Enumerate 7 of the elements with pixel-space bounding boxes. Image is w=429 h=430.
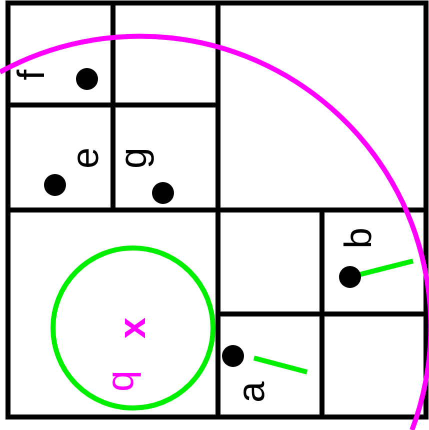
query-label: q xyxy=(102,370,140,392)
point-label: b xyxy=(340,227,378,249)
point-label: e xyxy=(67,147,105,169)
point-label: f xyxy=(13,70,51,80)
point-label: g xyxy=(115,147,153,169)
query-point-mark: x xyxy=(114,317,152,339)
point-label: a xyxy=(233,381,271,403)
